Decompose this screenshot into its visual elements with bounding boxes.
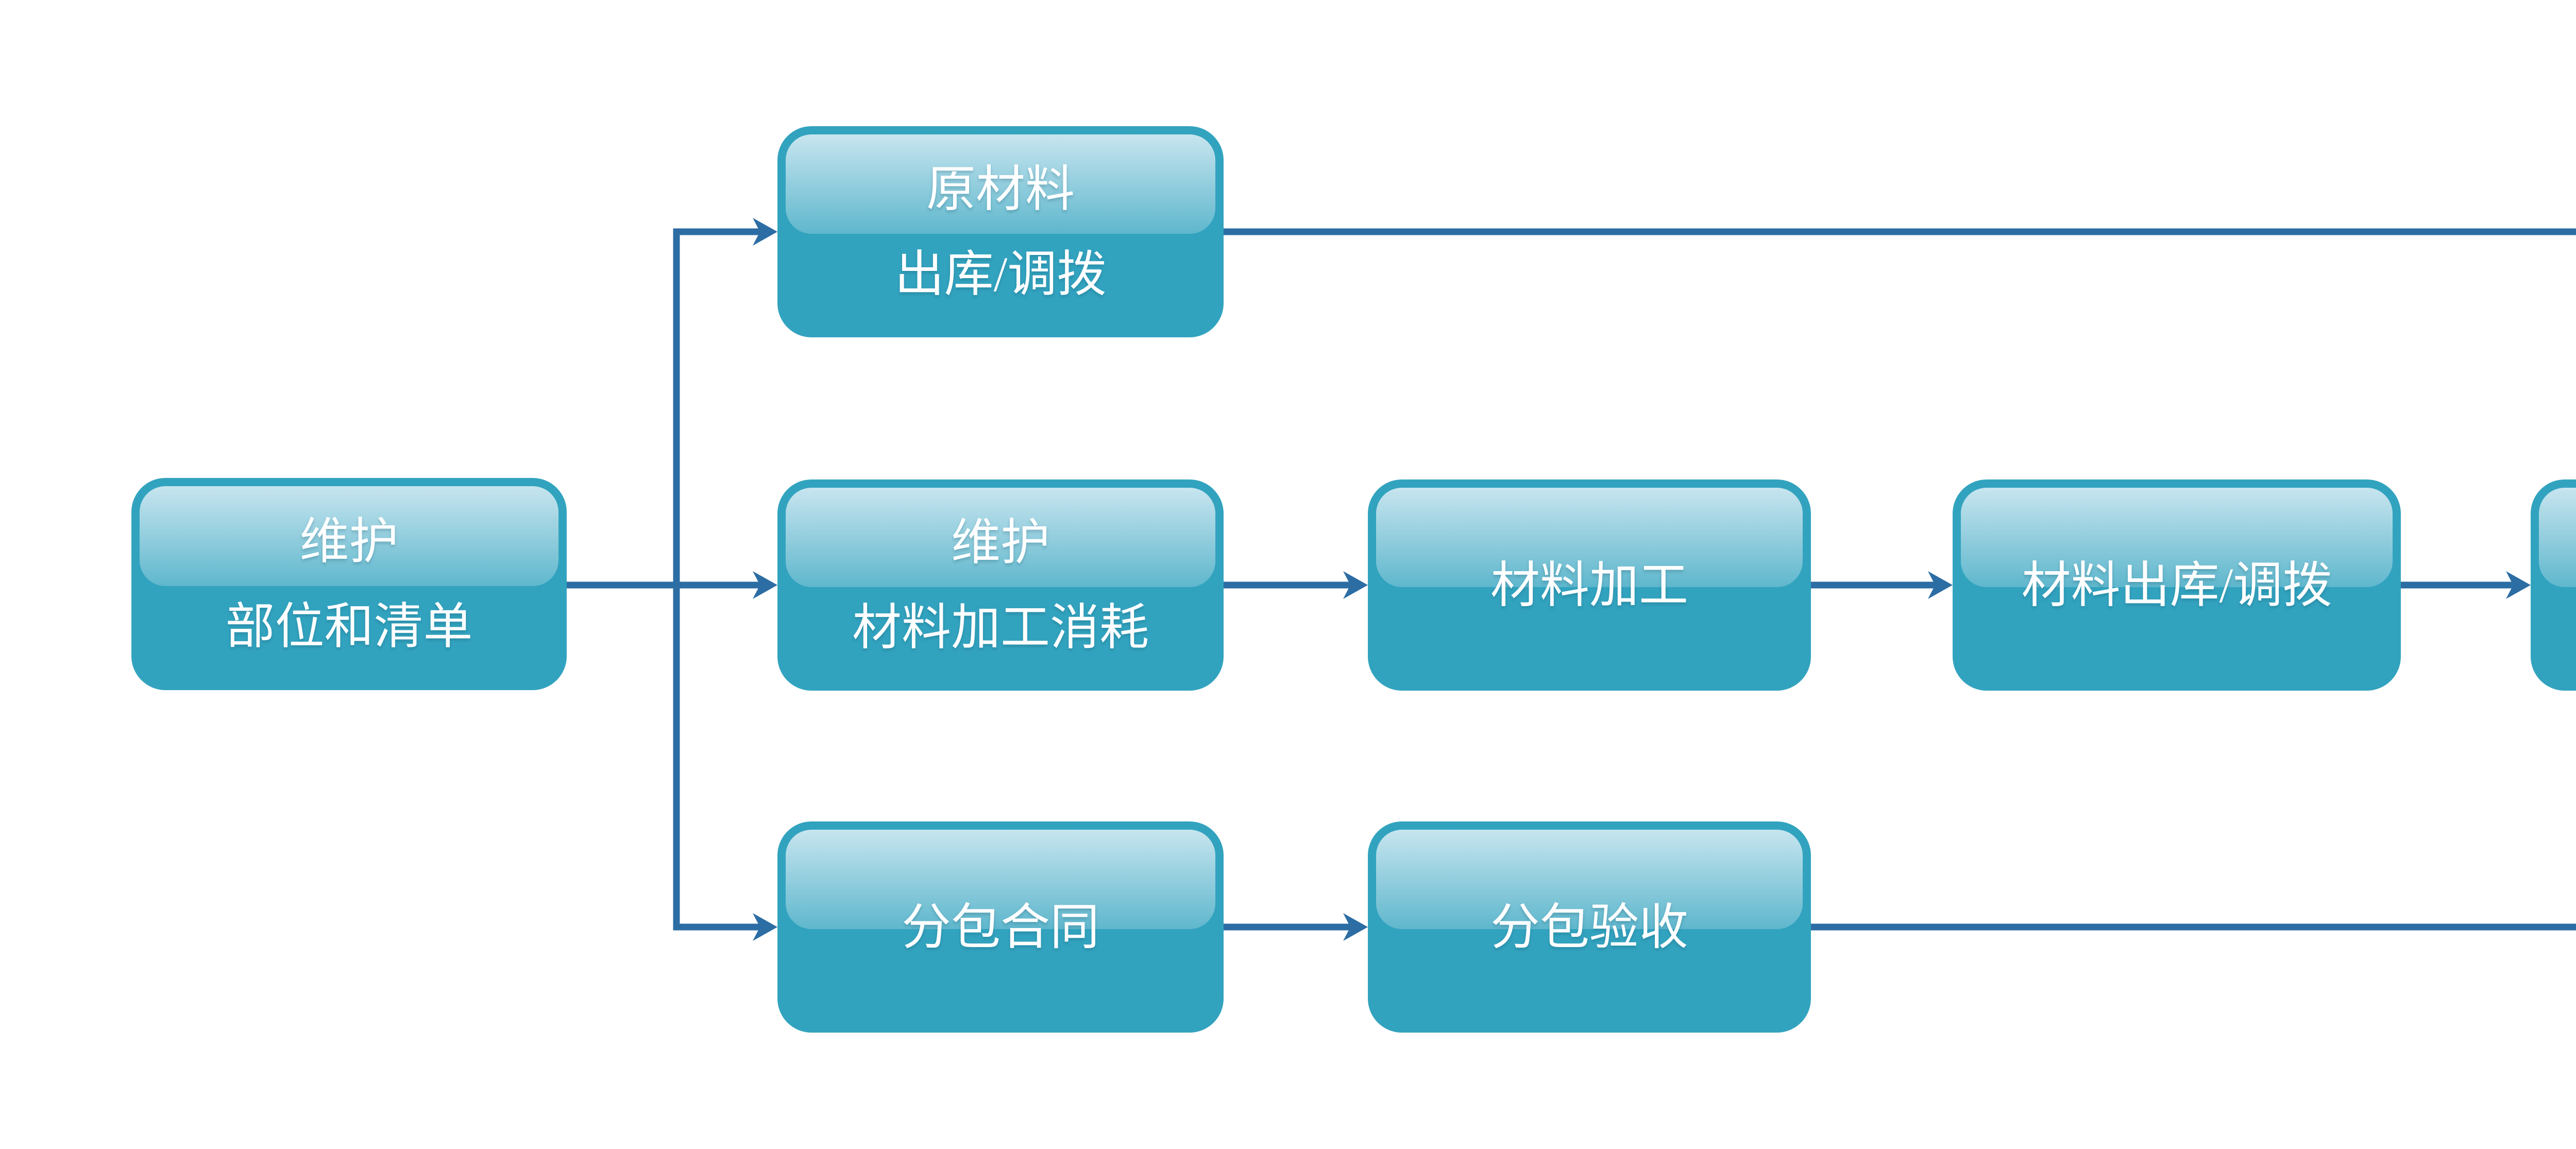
node-label: 材料出库/调拨 [2021, 557, 2332, 613]
arrowhead-icon [753, 571, 777, 599]
node-label-line: 维护 [951, 515, 1050, 570]
node-label-line: 原材料 [926, 162, 1075, 217]
arrowhead-icon [1928, 571, 1953, 599]
node-material-outbound-transfer: 材料出库/调拨 [1953, 479, 2401, 691]
node-subcontract-contract: 分包合同 [777, 821, 1224, 1033]
node-label: 分包合同 [902, 899, 1099, 955]
arrowhead-icon [753, 218, 777, 246]
arrowhead-icon [1343, 571, 1368, 599]
node-label-line: 部位和清单 [225, 599, 473, 654]
node-maintenance-material-consumption: 维护 材料加工消耗 [777, 479, 1224, 691]
node-maintenance-parts-list: 维护 部位和清单 [131, 478, 567, 690]
edge-acceptance-to-progress [1811, 923, 2576, 931]
node-material-processing: 材料加工 [1368, 479, 1811, 691]
edge-parts-branch-trunk [673, 228, 760, 931]
node-label-line: 材料加工消耗 [852, 600, 1149, 655]
node-label: 材料加工 [1490, 557, 1688, 613]
edge-rawmaterial-to-progress [1224, 228, 2576, 235]
node-raw-material-outbound: 原材料 出库/调拨 [777, 126, 1224, 337]
node-label-line: 出库/调拨 [894, 247, 1107, 302]
node-label: 分包验收 [1490, 899, 1688, 955]
arrowhead-icon [1343, 913, 1368, 941]
arrowhead-icon [2506, 571, 2531, 599]
node-subcontract-acceptance: 分包验收 [1368, 821, 1811, 1033]
arrowhead-icon [753, 913, 777, 941]
node-progress-analysis: 工程进度分析 [2531, 479, 2576, 691]
node-label-line: 维护 [299, 514, 399, 569]
